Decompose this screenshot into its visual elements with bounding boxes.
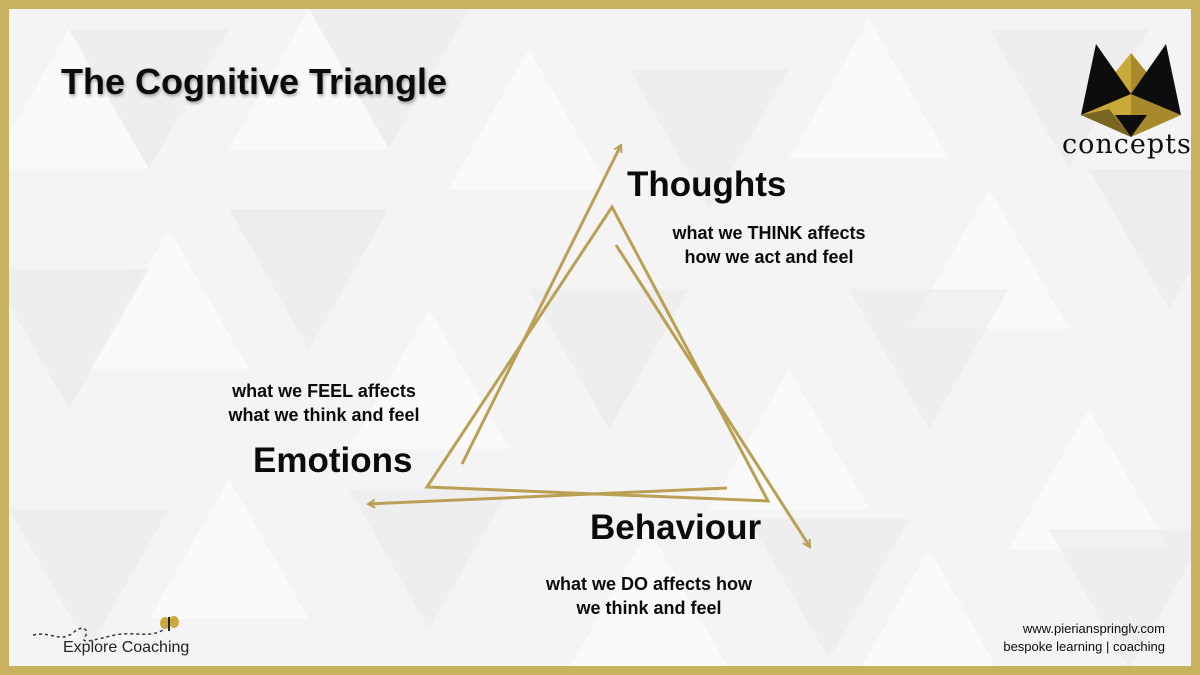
arrow-emotions-to-thoughts: [460, 145, 621, 465]
caption-line: what we FEEL affects: [232, 381, 416, 401]
fox-head-icon: [1081, 44, 1181, 137]
footer-tagline: bespoke learning | coaching: [1003, 639, 1165, 654]
brand-name: Explore Coaching: [63, 639, 190, 656]
node-emotions-label: Emotions: [253, 441, 413, 480]
node-thoughts-caption: what we THINK affects how we act and fee…: [659, 221, 879, 269]
butterfly-icon: [160, 616, 179, 631]
cognitive-triangle-diagram: [9, 9, 812, 675]
explore-coaching-logo: [32, 616, 179, 642]
background-pattern: [9, 9, 1191, 666]
footer: www.pierianspringlv.com bespoke learning…: [1003, 620, 1165, 656]
caption-line: what we THINK affects: [672, 223, 866, 243]
arrow-thoughts-to-behaviour: [614, 244, 812, 547]
logo-wordmark: concepts: [1062, 129, 1192, 160]
caption-line: how we act and feel: [684, 247, 854, 267]
node-behaviour-label: Behaviour: [590, 508, 762, 547]
slide-title: The Cognitive Triangle: [61, 61, 448, 102]
footer-website[interactable]: www.pierianspringlv.com: [1022, 621, 1165, 636]
caption-line: what we DO affects how: [545, 574, 753, 594]
caption-line: what we think and feel: [228, 405, 420, 425]
caption-line: we think and feel: [576, 598, 722, 618]
node-emotions-caption: what we FEEL affects what we think and f…: [209, 379, 439, 427]
node-thoughts-label: Thoughts: [627, 165, 787, 204]
node-behaviour-caption: what we DO affects how we think and feel: [529, 572, 769, 620]
arrow-behaviour-to-emotions: [368, 486, 728, 504]
